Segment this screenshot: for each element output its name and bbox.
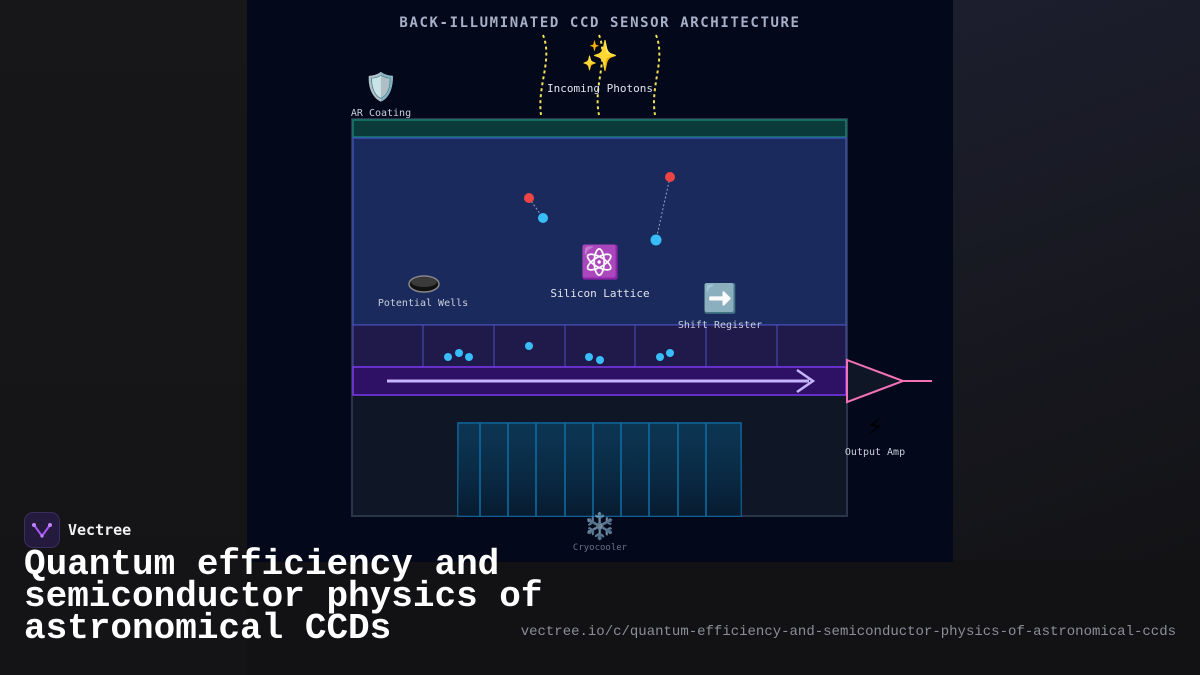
shield-icon: 🛡️ (364, 72, 398, 103)
collected-electron (455, 349, 463, 357)
right-arrow-icon: ➡️ (702, 282, 738, 315)
electron (650, 234, 662, 246)
pair-path (655, 176, 671, 241)
potential-well-icon (408, 275, 440, 293)
hole (524, 193, 534, 203)
diagram-panel: BACK-ILLUMINATED CCD SENSOR ARCHITECTURE… (247, 0, 953, 562)
snowflake-icon: ❄️ (583, 512, 617, 542)
page-headline: Quantum efficiency and semiconductor phy… (24, 544, 543, 649)
hole (665, 172, 675, 182)
brand-name: Vectree (68, 521, 132, 539)
label-cryocooler: Cryocooler (572, 543, 628, 553)
label-output-amp: Output Amp (844, 447, 906, 458)
label-ar-coating: AR Coating (350, 108, 412, 119)
left-background (0, 0, 247, 675)
register-arrow-head (796, 368, 816, 394)
collected-electron (525, 342, 533, 350)
photon-path (596, 34, 604, 116)
brand: Vectree (24, 512, 131, 548)
lightning-icon: ⚡ (866, 409, 884, 442)
ccd-diagram (351, 34, 932, 517)
electron (538, 213, 548, 223)
ar-coating-layer (352, 119, 847, 138)
photon-path (539, 34, 548, 116)
collected-electron (666, 349, 674, 357)
photon-path (653, 34, 661, 116)
vectree-logo (24, 512, 60, 548)
label-potential-wells: Potential Wells (377, 298, 469, 309)
atom-icon: ⚛️ (580, 243, 620, 281)
collected-electron (596, 356, 604, 364)
collected-electron (465, 353, 473, 361)
right-background (953, 0, 1200, 560)
collected-electron (444, 353, 452, 361)
label-silicon-lattice: Silicon Lattice (550, 287, 650, 300)
page-url[interactable]: vectree.io/c/quantum-efficiency-and-semi… (520, 624, 1176, 640)
sparkles-icon: ✨ (581, 39, 619, 74)
collected-electron (656, 353, 664, 361)
silicon-region (352, 137, 847, 326)
collected-electron (585, 353, 593, 361)
label-incoming-photons: Incoming Photons (547, 82, 653, 95)
diagram-title: BACK-ILLUMINATED CCD SENSOR ARCHITECTURE (399, 15, 801, 31)
label-shift-register: Shift Register (677, 320, 763, 331)
logo-icon (32, 523, 52, 538)
output-amplifier (846, 358, 906, 404)
